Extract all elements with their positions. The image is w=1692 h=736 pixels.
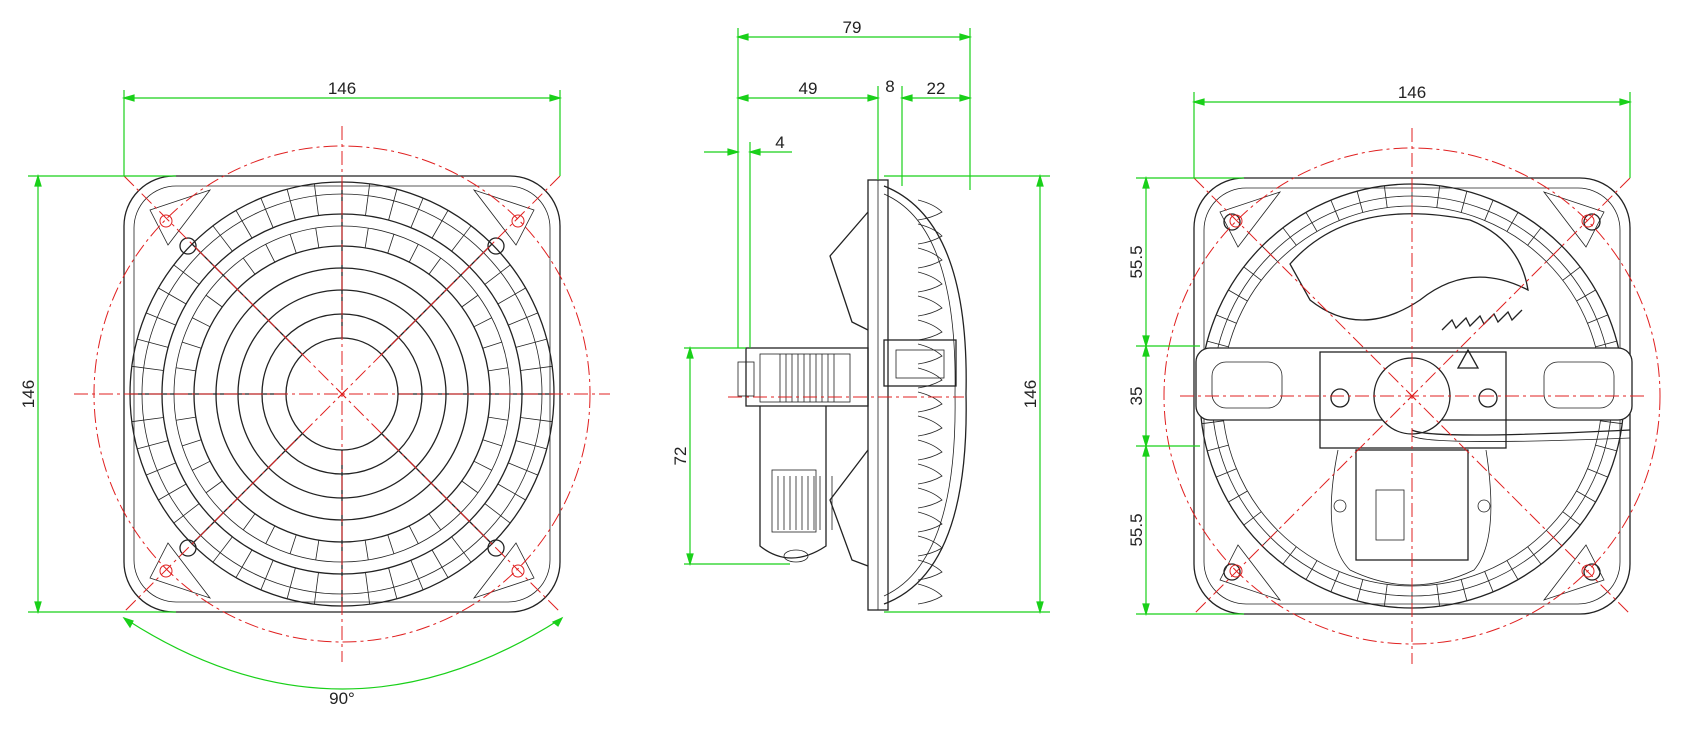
rear-view: 146 55.5 35 55.5 bbox=[1127, 83, 1661, 664]
front-view: 146 146 90° bbox=[19, 79, 610, 708]
front-width-label: 146 bbox=[328, 79, 356, 98]
rear-width-label: 146 bbox=[1398, 83, 1426, 102]
front-height-label: 146 bbox=[19, 380, 38, 408]
side-motor-height-label: 72 bbox=[671, 447, 690, 466]
side-total-depth-label: 79 bbox=[843, 18, 862, 37]
rear-middle-label: 35 bbox=[1127, 387, 1146, 406]
side-view: 79 49 8 22 4 72 146 bbox=[671, 18, 1050, 615]
rear-bottom-label: 55.5 bbox=[1127, 513, 1146, 546]
side-motor-body bbox=[745, 347, 869, 407]
side-offset-label: 4 bbox=[775, 133, 784, 152]
rear-top-label: 55.5 bbox=[1127, 245, 1146, 278]
side-flange-depth-label: 8 bbox=[885, 77, 894, 96]
front-angle-label: 90° bbox=[329, 689, 355, 708]
side-height-label: 146 bbox=[1021, 380, 1040, 408]
side-front-depth-label: 22 bbox=[927, 79, 946, 98]
side-motor-depth-label: 49 bbox=[799, 79, 818, 98]
